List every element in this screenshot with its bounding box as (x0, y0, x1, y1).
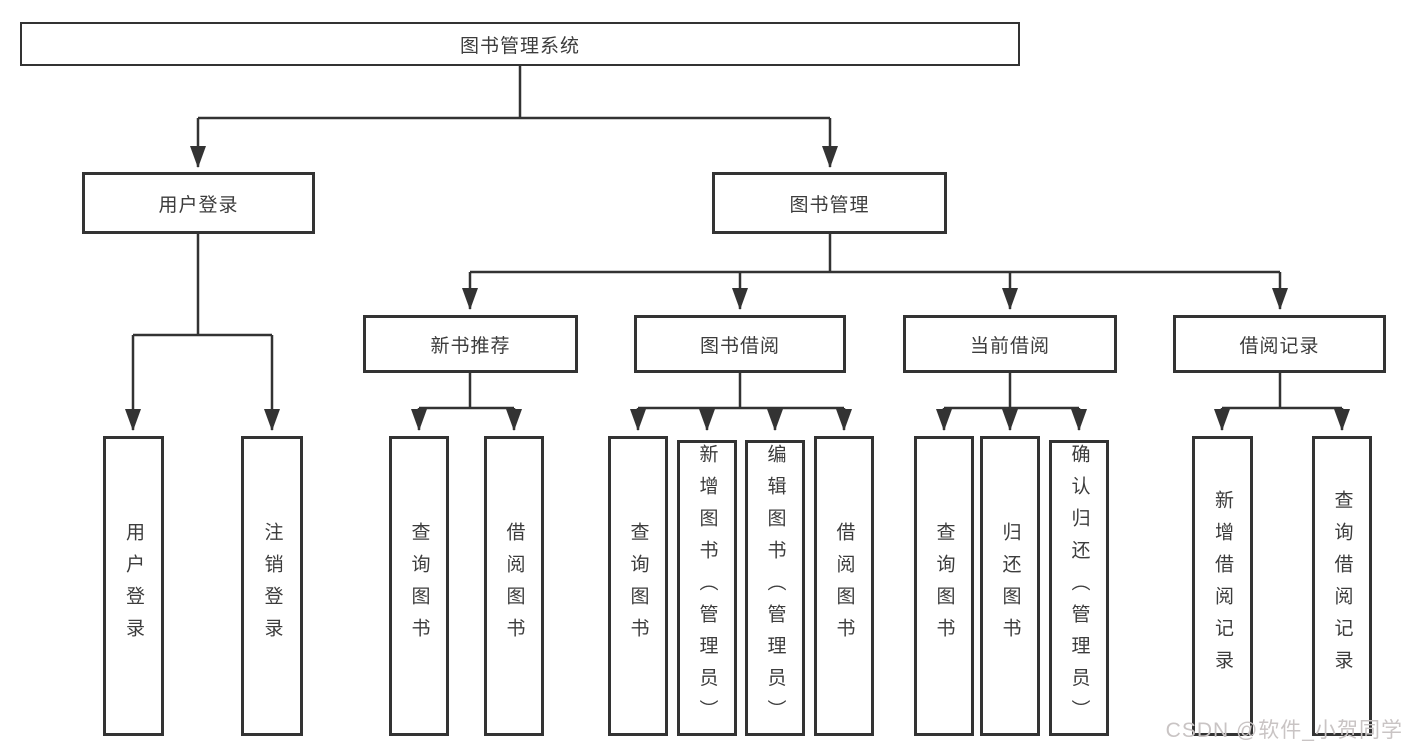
leaf-label: 注销登录 (261, 522, 283, 650)
leaf-edit-books-admin: 编辑图书（管理员） (745, 440, 805, 736)
node-user-login: 用户登录 (82, 172, 315, 234)
node-borrow-records: 借阅记录 (1173, 315, 1386, 373)
leaf-borrow-books-recommend: 借阅图书 (484, 436, 544, 736)
connector-bookborrow-to-leaves (630, 373, 852, 431)
leaf-label: 查询图书 (933, 522, 955, 650)
node-label: 用户登录 (158, 194, 239, 216)
connector-currentborrow-to-leaves (936, 373, 1087, 431)
node-label: 借阅记录 (1239, 335, 1320, 357)
node-book-borrow: 图书借阅 (634, 315, 846, 373)
leaf-label: 新增借阅记录 (1212, 490, 1233, 682)
node-label: 新书推荐 (430, 335, 511, 357)
connector-bookmgmt-to-level3 (462, 234, 1288, 310)
leaf-label: 查询图书 (408, 522, 430, 650)
node-book-management: 图书管理 (712, 172, 947, 234)
leaf-label: 借阅图书 (503, 522, 525, 650)
leaf-label: 新增图书（管理员） (696, 444, 718, 732)
connector-borrowrecord-to-leaves (1214, 373, 1350, 431)
leaf-user-login: 用户登录 (103, 436, 164, 736)
node-new-book-recommend: 新书推荐 (363, 315, 578, 373)
leaf-query-books-borrow: 查询图书 (608, 436, 668, 736)
leaf-label: 用户登录 (123, 522, 144, 650)
leaf-label: 编辑图书（管理员） (764, 444, 786, 732)
leaf-add-borrow-record: 新增借阅记录 (1192, 436, 1253, 736)
connector-newbook-to-leaves (411, 373, 522, 431)
leaf-confirm-return-admin: 确认归还（管理员） (1049, 440, 1109, 736)
leaf-label: 查询借阅记录 (1331, 490, 1353, 682)
csdn-watermark: CSDN @软件_小贺同学 (1165, 719, 1403, 742)
leaf-return-books: 归还图书 (980, 436, 1040, 736)
connector-userlogin-to-leaves (125, 234, 280, 431)
node-label: 图书管理系统 (459, 35, 580, 57)
node-label: 当前借阅 (969, 335, 1050, 357)
leaf-label: 归还图书 (999, 522, 1021, 650)
leaf-logout: 注销登录 (241, 436, 303, 736)
leaf-query-books-recommend: 查询图书 (389, 436, 449, 736)
node-current-borrow: 当前借阅 (903, 315, 1117, 373)
node-label: 图书管理 (789, 194, 870, 216)
leaf-label: 查询图书 (627, 522, 649, 650)
leaf-query-books-current: 查询图书 (914, 436, 974, 736)
leaf-borrow-books: 借阅图书 (814, 436, 874, 736)
leaf-add-books-admin: 新增图书（管理员） (677, 440, 737, 736)
leaf-query-borrow-record: 查询借阅记录 (1312, 436, 1372, 736)
leaf-label: 借阅图书 (833, 522, 855, 650)
connector-root-to-level2 (190, 65, 838, 168)
node-label: 图书借阅 (699, 335, 780, 357)
leaf-label: 确认归还（管理员） (1068, 444, 1090, 732)
node-library-system-root: 图书管理系统 (20, 22, 1020, 66)
